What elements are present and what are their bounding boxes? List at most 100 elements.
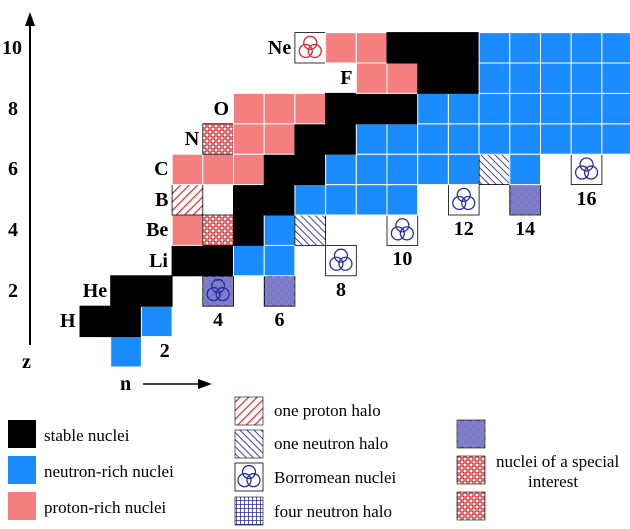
element-symbol-li: Li — [149, 249, 168, 272]
nucleus-cell-z7-n13 — [478, 123, 511, 155]
nucleus-cell-z4-n6 — [263, 214, 296, 246]
z-axis-label: z — [22, 351, 31, 373]
nucleus-cell-z7-n6 — [263, 123, 296, 155]
nucleus-cell-z10-n16 — [570, 32, 603, 64]
n-tick-label-14: 14 — [515, 218, 536, 240]
nucleus-cell-z6-n12 — [447, 153, 480, 186]
nucleus-cell-z7-n14 — [509, 123, 541, 155]
nucleus-cell-z6-n4 — [202, 153, 235, 186]
element-symbol-h: H — [60, 310, 76, 333]
element-symbol-f: F — [340, 67, 353, 90]
nucleus-cell-z10-n14 — [509, 32, 541, 64]
nucleus-cell-z1-n2 — [140, 305, 173, 338]
nucleus-cell-z2-n6 — [263, 275, 296, 307]
nucleus-cell-z7-n4 — [202, 123, 234, 155]
legend-swatch-proton-rich — [8, 492, 36, 520]
nucleus-cell-z4-n5 — [233, 214, 265, 246]
nucleus-cell-z9-n9 — [355, 62, 388, 94]
z-tick-label-10: 10 — [2, 36, 22, 59]
nucleus-cell-z5-n9 — [355, 184, 388, 216]
nucleus-cell-z7-n12 — [447, 123, 480, 155]
nucleus-cell-z6-n14 — [509, 153, 541, 186]
nucleus-cell-z4-n3 — [171, 214, 204, 246]
nucleus-cell-z8-n17 — [601, 92, 630, 125]
legend-swatch-one-proton-halo — [234, 396, 264, 426]
nucleus-cell-z7-n7 — [294, 123, 327, 155]
legend-label-borromean: Borromean nuclei — [274, 468, 397, 487]
nucleus-cell-z6-n11 — [417, 153, 449, 186]
z-tick-label-8: 8 — [8, 97, 18, 120]
nucleus-cell-z8-n6 — [263, 92, 296, 125]
borromean-rings-icon — [237, 464, 261, 488]
nucleus-cell-z10-n17 — [601, 32, 630, 64]
nucleus-cell-z3-n3 — [171, 244, 204, 277]
borromean-rings-icon — [329, 248, 353, 271]
legend-label-neutron-rich: neutron-rich nuclei — [44, 462, 174, 481]
nucleus-cell-z10-n10 — [386, 32, 419, 64]
nucleus-cell-z0-n1 — [110, 336, 142, 368]
legend-label-proton-rich: proton-rich nuclei — [44, 498, 167, 517]
legend-swatch-special-weave — [456, 419, 486, 449]
nucleus-cell-z3-n5 — [233, 244, 265, 277]
borromean-rings-icon — [298, 35, 322, 59]
nucleus-cell-z7-n10 — [386, 123, 419, 155]
element-symbol-be: Be — [146, 219, 169, 242]
borromean-rings-icon — [452, 187, 476, 211]
borromean-rings-icon — [390, 218, 414, 241]
legend-swatch-four-neutron-halo — [234, 496, 264, 526]
n-tick-label-8: 8 — [335, 278, 346, 301]
nucleus-cell-z8-n8 — [325, 92, 357, 125]
nucleus-cell-z7-n11 — [417, 123, 449, 155]
nucleus-cell-z1-n1 — [110, 305, 142, 338]
nucleus-cell-z5-n6 — [263, 184, 296, 216]
n-axis-label: n — [120, 373, 132, 395]
legend-swatch-stable — [8, 420, 36, 448]
nucleus-cell-z5-n7 — [294, 184, 327, 216]
legend-swatch-special-dots-2 — [456, 491, 486, 521]
nucleus-cell-z2-n2 — [140, 275, 173, 307]
n-tick-label-16: 16 — [576, 187, 597, 210]
nucleus-cell-z9-n13 — [478, 62, 511, 94]
nucleus-cell-z3-n4 — [202, 244, 235, 277]
nucleus-cell-z8-n7 — [294, 92, 327, 125]
element-symbol-b: B — [155, 188, 169, 211]
borromean-rings-icon — [574, 157, 599, 180]
nucleus-cell-z6-n13 — [478, 153, 511, 185]
nucleus-cell-z7-n5 — [233, 123, 265, 155]
legend-label-four-neutron-halo: four neutron halo — [274, 502, 393, 521]
nucleus-cell-z9-n16 — [570, 62, 603, 94]
nucleus-cell-z8-n13 — [478, 92, 511, 125]
legend-label-stable: stable nuclei — [44, 426, 130, 445]
legend-swatch-borromean — [234, 462, 264, 492]
nucleus-cell-z1-n0 — [79, 305, 112, 338]
nucleus-cell-z4-n4 — [202, 214, 234, 246]
nucleus-cell-z8-n10 — [386, 92, 419, 125]
nucleus-cell-z7-n15 — [540, 123, 572, 155]
n-axis-arrow — [143, 379, 212, 389]
nucleus-cell-z6-n3 — [171, 153, 204, 186]
nucleus-cell-z9-n17 — [601, 62, 630, 94]
nucleus-cell-z9-n10 — [386, 62, 419, 94]
nucleus-cell-z6-n10 — [386, 153, 419, 186]
nucleus-cell-z10-n9 — [355, 32, 388, 64]
legend-swatch-neutron-rich — [8, 456, 36, 484]
nucleus-cell-z5-n5 — [233, 184, 265, 216]
element-symbol-he: He — [82, 280, 108, 302]
n-tick-label-2: 2 — [159, 339, 170, 362]
nucleus-cell-z10-n15 — [540, 32, 572, 64]
nucleus-cell-z8-n5 — [233, 92, 265, 125]
nucleus-cell-z8-n11 — [417, 92, 449, 125]
nucleus-cell-z6-n6 — [263, 153, 296, 186]
nucleus-cell-z9-n15 — [540, 62, 572, 94]
n-tick-label-4: 4 — [213, 309, 224, 332]
legend-label-special-interest-2: interest — [528, 472, 579, 491]
z-tick-label-4: 4 — [8, 219, 18, 242]
n-tick-label-10: 10 — [392, 248, 413, 271]
borromean-rings-icon — [206, 278, 230, 302]
nucleus-cell-z5-n10 — [386, 184, 419, 216]
element-symbol-n: N — [184, 128, 200, 150]
z-tick-label-6: 6 — [8, 158, 18, 181]
nucleus-cell-z8-n9 — [355, 92, 388, 125]
nucleus-cell-z10-n13 — [478, 32, 511, 64]
z-axis — [25, 12, 35, 345]
